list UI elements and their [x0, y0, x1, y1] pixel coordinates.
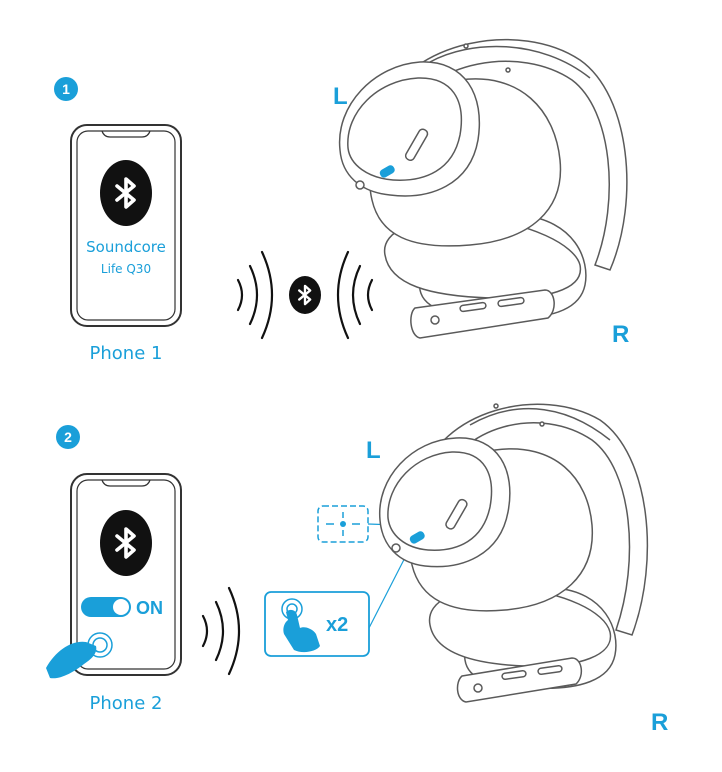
- step-2-badge: 2: [56, 425, 80, 449]
- press-count: x2: [326, 614, 348, 636]
- left-cup-label: L: [333, 83, 348, 110]
- signal-waves-icon: [236, 250, 374, 340]
- bluetooth-icon: [289, 276, 321, 314]
- bluetooth-icon: [100, 510, 152, 576]
- step-1-badge: 1: [54, 77, 78, 101]
- right-cup-label: R: [612, 321, 629, 348]
- tap-hand-icon: [283, 609, 320, 653]
- step-2: 2 ON Phone 2: [46, 403, 668, 736]
- step-2-number: 2: [64, 429, 72, 445]
- model-name: Life Q30: [101, 262, 151, 276]
- tap-hand-icon: [46, 632, 113, 679]
- left-cup-label: L: [366, 437, 381, 464]
- headphones-1: [338, 38, 628, 339]
- phone-2: ON: [46, 473, 182, 679]
- phone-1: Soundcore Life Q30: [70, 124, 182, 327]
- phone-2-label: Phone 2: [90, 693, 163, 714]
- app-name: Soundcore: [86, 238, 166, 256]
- right-cup-label: R: [651, 709, 668, 736]
- toggle-on-label: ON: [136, 598, 163, 618]
- toggle-switch-icon: [81, 597, 131, 617]
- headphones-2: [379, 403, 649, 703]
- step-1-number: 1: [62, 81, 70, 97]
- signal-waves-icon: [201, 586, 241, 676]
- double-press-callout: x2: [264, 537, 417, 657]
- phone-1-label: Phone 1: [90, 343, 163, 364]
- bluetooth-icon: [100, 160, 152, 226]
- step-1: 1 Soundcore Life Q30 Phone 1: [54, 38, 629, 364]
